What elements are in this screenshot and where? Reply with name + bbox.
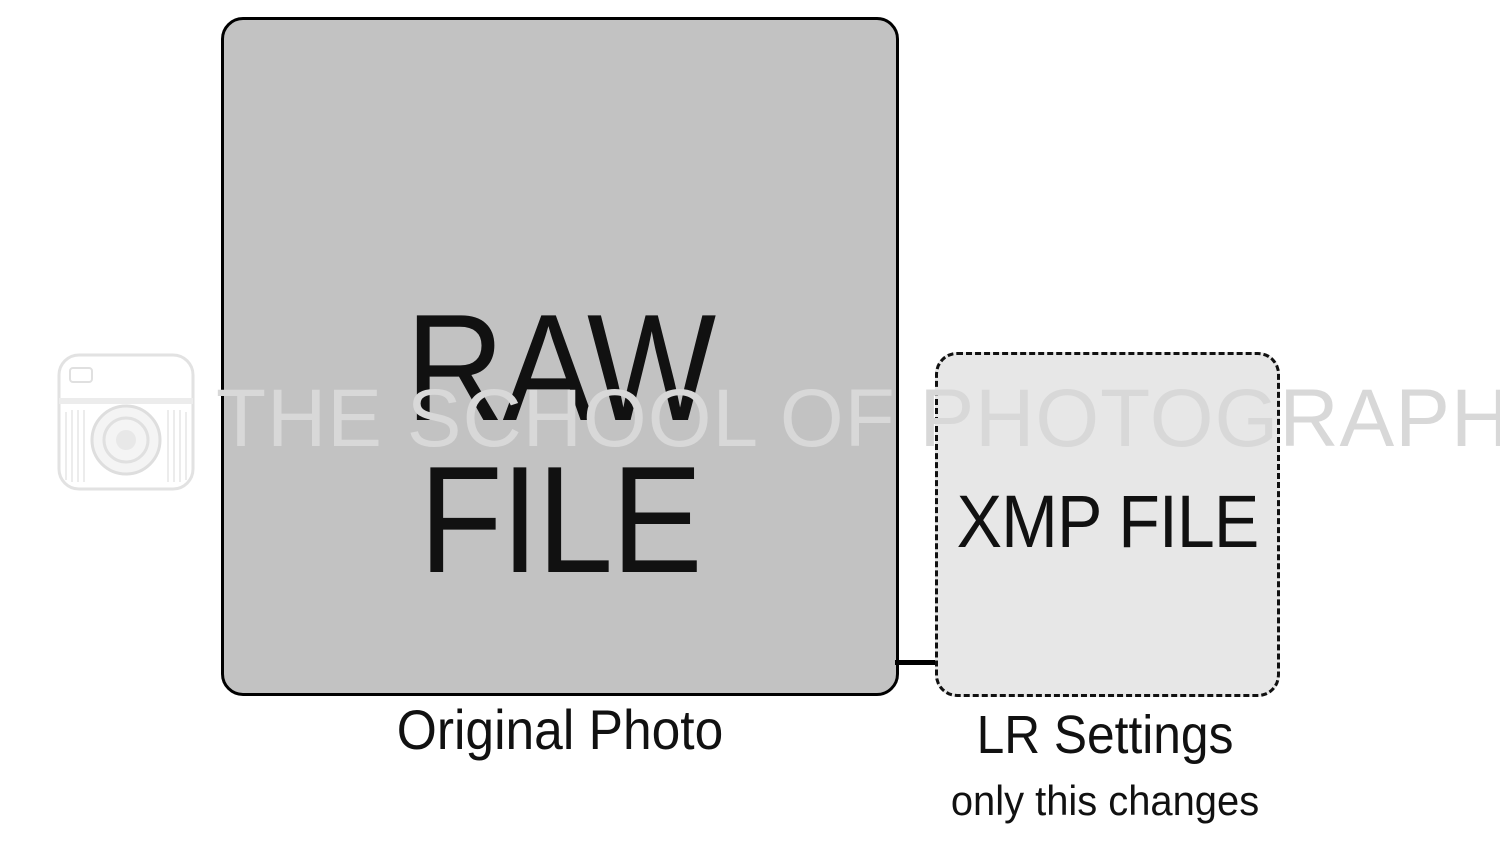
raw-file-box: RAW FILE bbox=[221, 17, 899, 696]
camera-logo-icon bbox=[57, 353, 195, 491]
only-this-changes-note: only this changes bbox=[950, 777, 1260, 824]
xmp-file-box: XMP FILE bbox=[935, 352, 1280, 697]
watermark-text: THE SCHOOL OF PHOTOGRAPHY bbox=[216, 373, 1500, 464]
original-photo-caption: Original Photo bbox=[396, 698, 724, 761]
xmp-file-label: XMP FILE bbox=[956, 480, 1260, 563]
raw-file-label: RAW FILE bbox=[405, 283, 716, 605]
connector-line bbox=[895, 660, 937, 665]
lr-settings-caption: LR Settings bbox=[976, 705, 1234, 765]
